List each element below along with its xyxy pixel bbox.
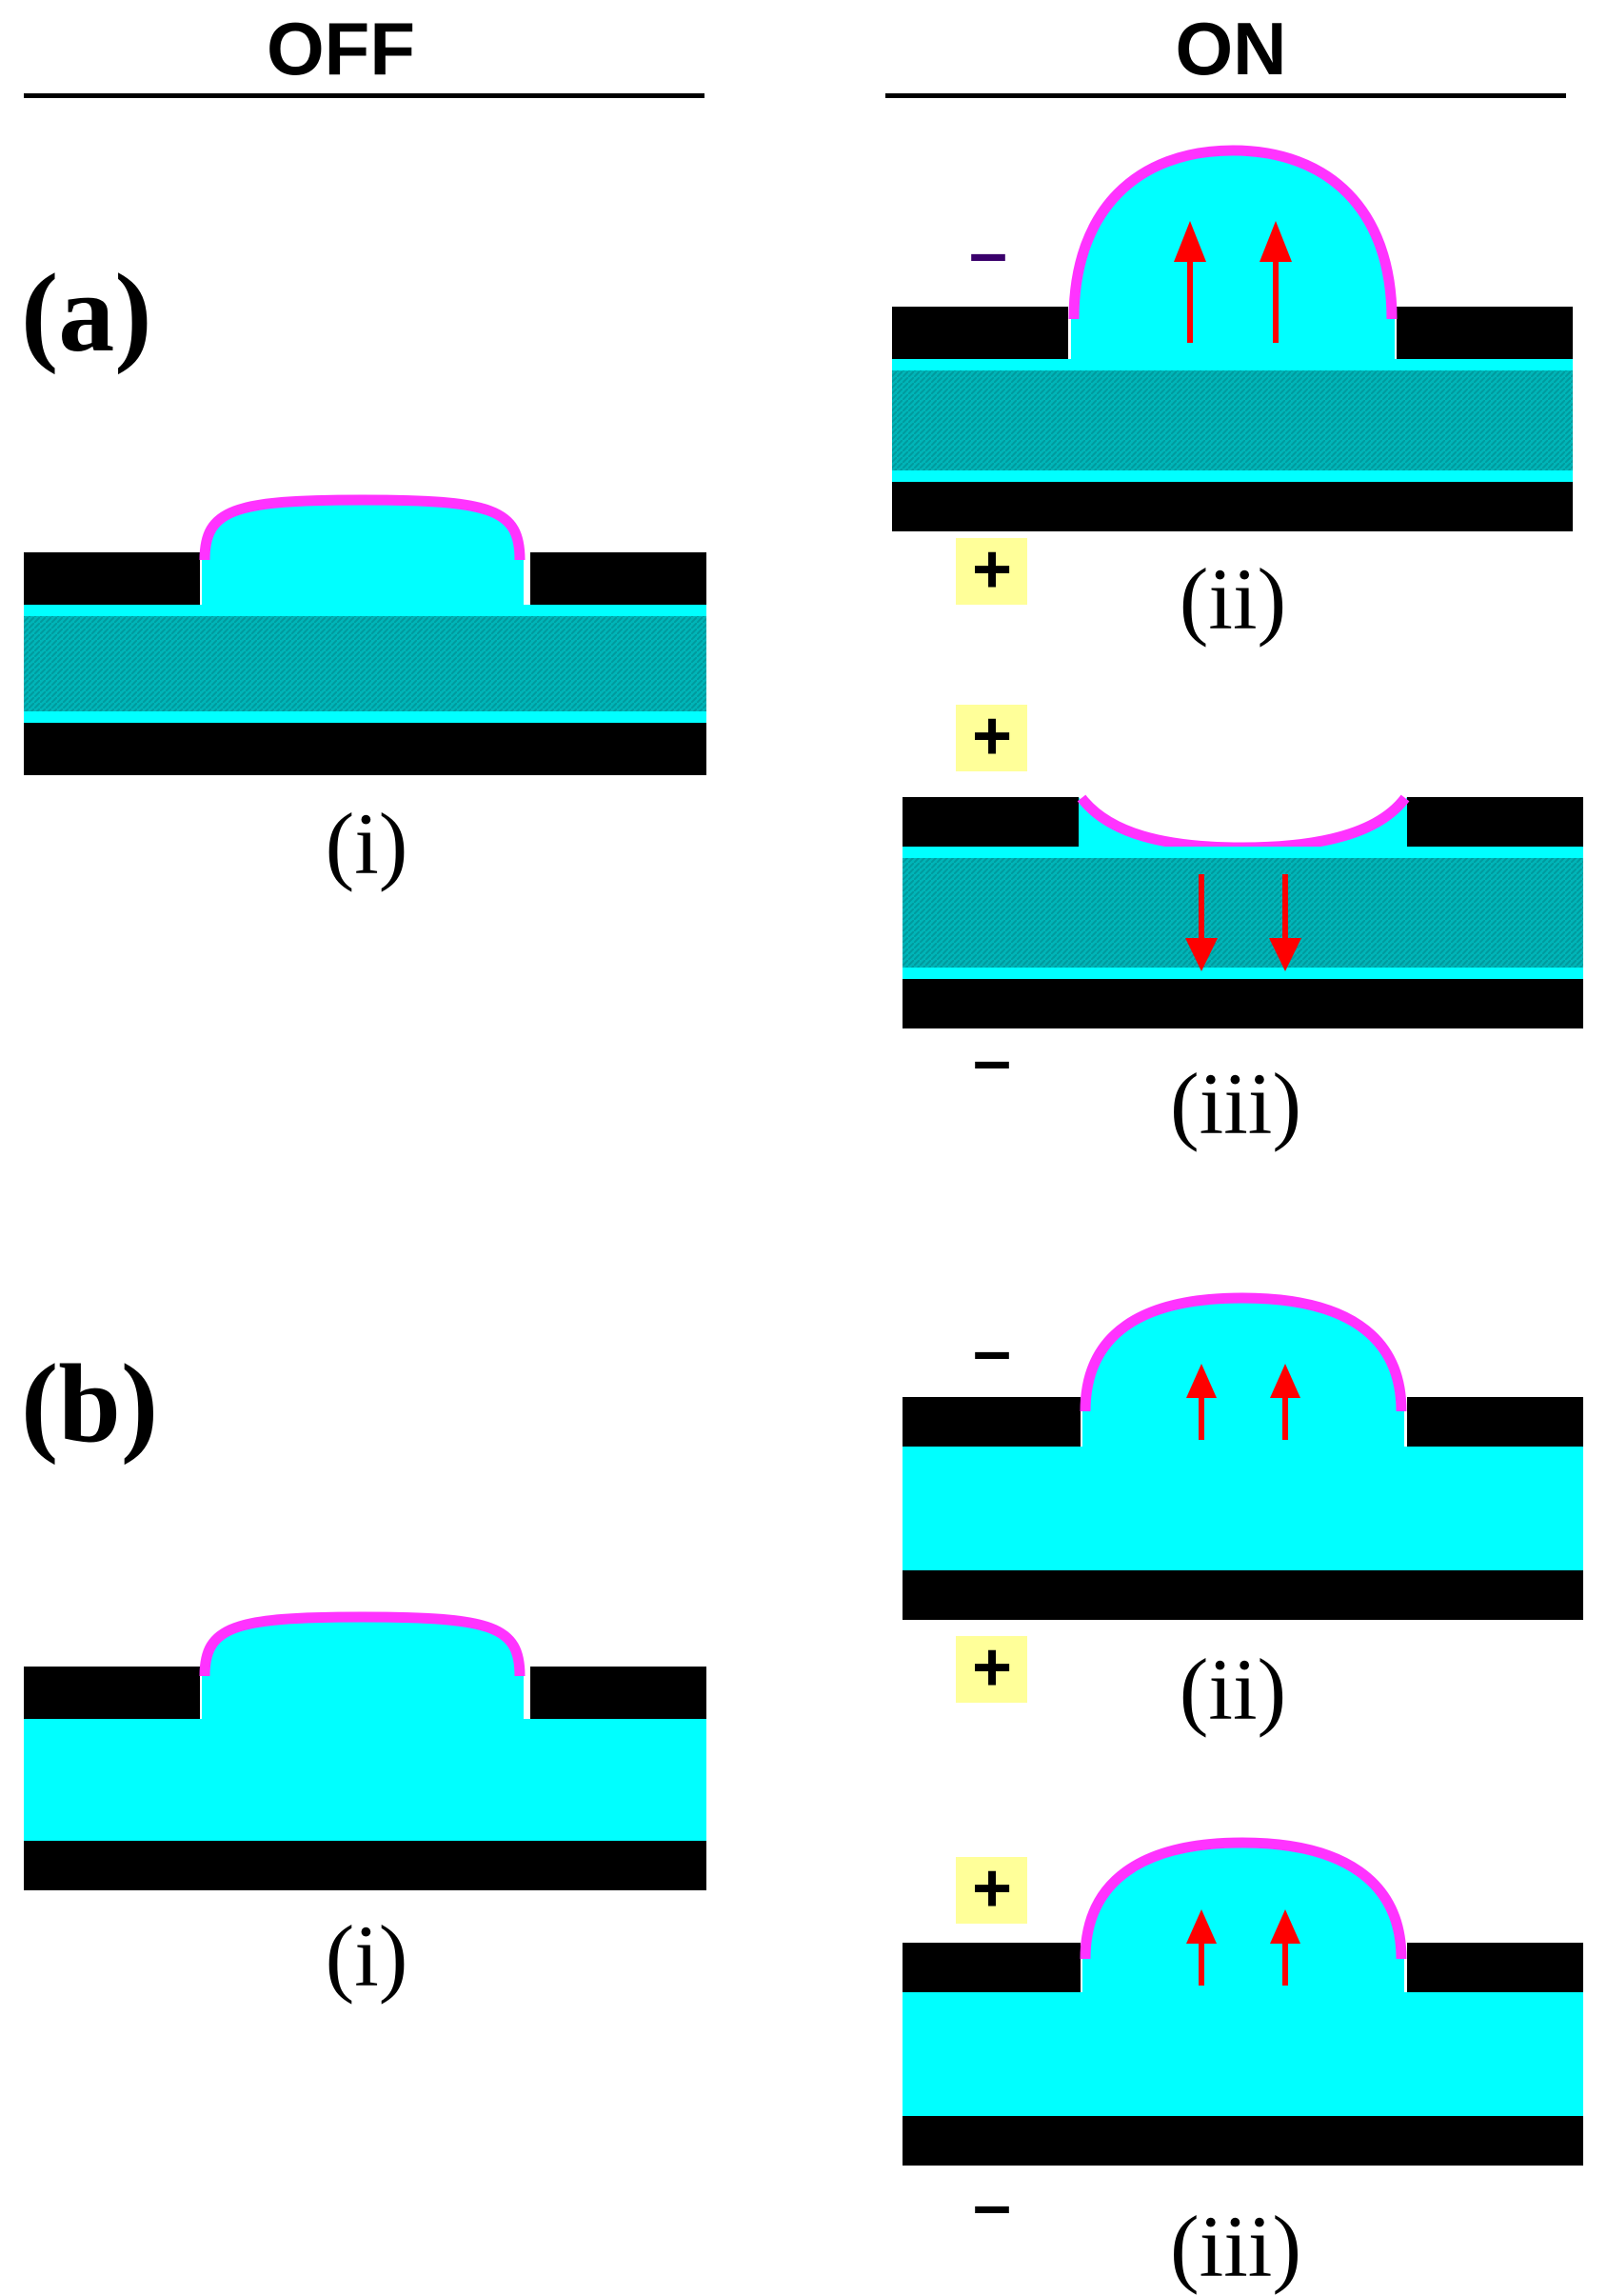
fluid-layer: [903, 1447, 1583, 1570]
fluid-bulge: [1082, 1840, 1404, 1992]
bottom-electrode: [903, 2116, 1583, 2166]
caption-b-iii: (iii): [1170, 2198, 1301, 2295]
top-electrode-left: [24, 1667, 200, 1719]
top-electrode-right: [1407, 1943, 1583, 1992]
minus-sign-icon: –: [969, 215, 1007, 291]
header-on-label: ON: [1176, 7, 1287, 90]
red-arrow-icon: [1186, 1364, 1217, 1440]
top-electrode-right: [530, 1667, 706, 1719]
minus-sign-icon: –: [973, 1313, 1011, 1389]
bottom-electrode: [903, 1570, 1583, 1620]
device-a-on-ii: – + (ii): [892, 145, 1573, 648]
caption-a-i: (i): [326, 795, 408, 892]
device-b-on-ii: – + (ii): [903, 1292, 1583, 1738]
device-b-on-iii: + – (iii): [903, 1837, 1583, 2295]
plus-sign-icon: +: [972, 1850, 1012, 1927]
panel-b-label: (b): [21, 1341, 158, 1466]
header-on: ON: [885, 7, 1566, 98]
red-arrow-icon: [1186, 1909, 1217, 1986]
red-arrow-icon: [1269, 874, 1301, 971]
plus-highlight: [956, 1857, 1027, 1924]
panel-a-label: (a): [21, 250, 152, 375]
caption-a-iii: (iii): [1170, 1055, 1301, 1152]
red-arrow-icon: [1270, 1364, 1300, 1440]
bottom-electrode: [24, 1841, 706, 1890]
header-off-label: OFF: [267, 7, 415, 90]
plus-highlight: [956, 1636, 1027, 1703]
red-arrow-icon: [1174, 221, 1206, 343]
caption-b-ii: (ii): [1180, 1641, 1286, 1738]
top-electrode-right: [530, 552, 706, 605]
piezo-layer: [903, 858, 1583, 968]
top-electrode-left: [903, 797, 1079, 847]
membrane: [1080, 1292, 1407, 1412]
top-electrode-left: [24, 552, 200, 605]
minus-sign-icon: –: [973, 2167, 1011, 2244]
top-electrode-right: [1407, 797, 1583, 847]
plus-sign-icon: +: [972, 531, 1012, 608]
bottom-electrode: [24, 723, 706, 775]
caption-b-i: (i): [326, 1907, 408, 2005]
fluid-bulge: [1082, 1295, 1404, 1447]
plus-highlight: [956, 705, 1027, 771]
fluid-layer: [24, 1719, 706, 1841]
device-a-on-iii: + – (iii): [903, 698, 1583, 1152]
red-arrow-icon: [1270, 1909, 1300, 1986]
fluid-dip: [1079, 797, 1407, 849]
top-electrode-right: [1397, 307, 1573, 359]
top-electrode-left: [903, 1397, 1081, 1447]
bottom-electrode: [903, 979, 1583, 1028]
membrane: [1080, 1837, 1407, 1960]
device-b-off: (i): [24, 1611, 706, 2005]
plus-highlight: [956, 538, 1027, 605]
top-electrode-left: [892, 307, 1068, 359]
device-a-off: (i): [24, 494, 706, 892]
fluid-bulge: [202, 500, 524, 605]
bottom-electrode: [892, 482, 1573, 531]
piezo-layer: [892, 370, 1573, 470]
fluid-bulge: [202, 1617, 524, 1719]
plus-sign-icon: +: [972, 698, 1012, 774]
fluid-layer: [903, 1992, 1583, 2116]
top-electrode-left: [903, 1943, 1081, 1992]
top-electrode-right: [1407, 1397, 1583, 1447]
caption-a-ii: (ii): [1180, 550, 1286, 648]
membrane: [1068, 145, 1398, 320]
membrane: [199, 1611, 526, 1677]
header-off: OFF: [24, 7, 704, 98]
red-arrow-icon: [1185, 874, 1218, 971]
minus-sign-icon: –: [973, 1023, 1011, 1099]
plus-sign-icon: +: [972, 1629, 1012, 1706]
red-arrow-icon: [1260, 221, 1292, 343]
membrane: [199, 494, 526, 561]
fluid-bulge: [1071, 148, 1395, 359]
piezo-layer: [24, 616, 706, 711]
